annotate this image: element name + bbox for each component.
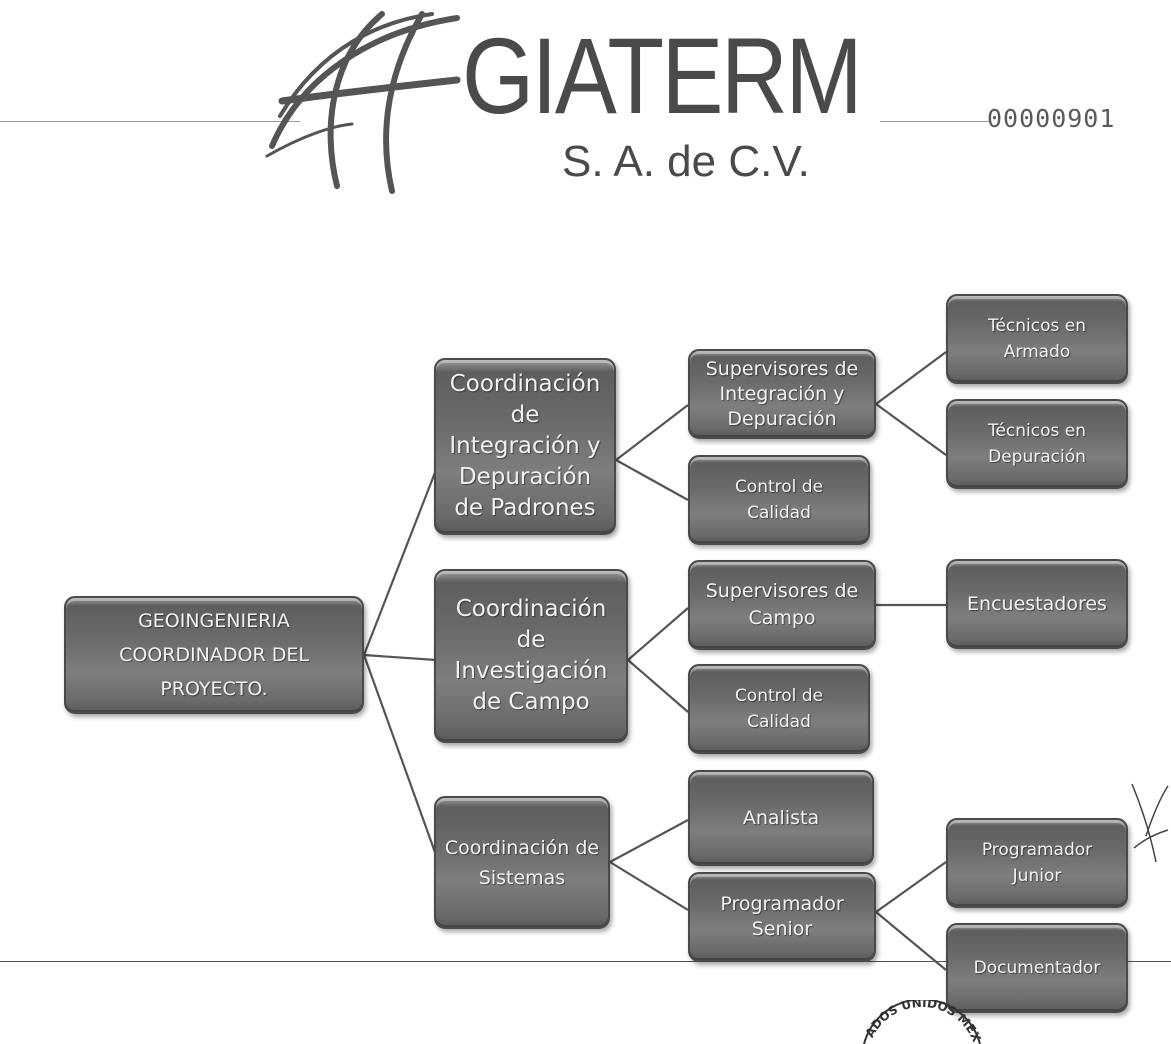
svg-text:ADOS UNIDOS MEXICA: ADOS UNIDOS MEXICA	[862, 1000, 982, 1044]
org-node-root: GEOINGENIERIA COORDINADOR DEL PROYECTO.	[64, 596, 364, 714]
org-node-coord-investigacion: Coordinación de Investigación de Campo	[434, 569, 628, 743]
org-node-label: Control de Calidad	[734, 477, 824, 523]
org-node-supervisores-integracion: Supervisores de Integración y Depuración	[688, 349, 876, 439]
org-node-label: Coordinación de Sistemas	[444, 836, 600, 889]
org-node-label: Encuestadores	[967, 593, 1107, 615]
brand-subtitle: S. A. de C.V.	[562, 137, 810, 186]
footer-rule	[0, 961, 1171, 962]
org-node-encuestadores: Encuestadores	[946, 559, 1128, 649]
org-node-control-calidad-1: Control de Calidad	[688, 455, 870, 545]
seal-text: ADOS UNIDOS MEXICA	[862, 1000, 982, 1044]
org-node-label: Control de Calidad	[734, 686, 824, 732]
org-node-coord-integracion: Coordinación de Integración y Depuración…	[434, 358, 616, 535]
globe-logo-icon	[265, 11, 461, 194]
header-rule-right	[880, 121, 990, 122]
org-node-label: Analista	[742, 807, 820, 829]
document-number: 00000901	[987, 104, 1116, 133]
org-node-label: GEOINGENIERIA COORDINADOR DEL PROYECTO.	[119, 610, 309, 700]
org-node-programador-senior: Programador Senior	[688, 872, 876, 962]
brand-name: GIATERM	[462, 15, 863, 136]
org-node-label: Coordinación de Investigación de Campo	[454, 596, 608, 715]
org-node-coord-sistemas: Coordinación de Sistemas	[434, 796, 610, 929]
org-node-label: Coordinación de Integración y Depuración…	[449, 371, 601, 521]
org-node-label: Programador Senior	[720, 893, 844, 940]
org-node-label: Técnicos en Armado	[987, 316, 1087, 362]
org-node-label: Técnicos en Depuración	[987, 421, 1087, 467]
org-node-control-calidad-2: Control de Calidad	[688, 664, 870, 754]
org-node-label: Supervisores de Integración y Depuración	[705, 357, 859, 430]
org-node-tecnicos-armado: Técnicos en Armado	[946, 294, 1128, 384]
signature-mark	[1131, 783, 1169, 863]
org-node-label: Programador Junior	[981, 840, 1093, 886]
org-node-documentador: Documentador	[946, 923, 1128, 1013]
org-node-tecnicos-depuracion: Técnicos en Depuración	[946, 399, 1128, 489]
org-node-label: Supervisores de Campo	[705, 580, 859, 629]
org-node-label: Documentador	[973, 958, 1101, 978]
seal-stamp-icon: ADOS UNIDOS MEXICA	[862, 1000, 982, 1044]
org-node-programador-junior: Programador Junior	[946, 818, 1128, 908]
org-node-analista: Analista	[688, 770, 874, 866]
header-rule-left	[0, 121, 300, 122]
org-node-supervisores-campo: Supervisores de Campo	[688, 560, 876, 650]
